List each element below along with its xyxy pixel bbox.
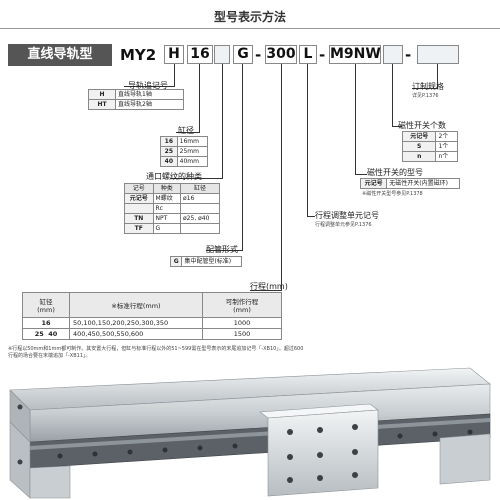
stroke-leader-h <box>250 290 282 291</box>
table-row: 元记号无磁性开关(内置磁环) <box>359 178 460 189</box>
bore-leader-h <box>176 132 200 133</box>
table-row: Rc <box>124 203 220 214</box>
order-spec-note: 详见P.1376 <box>412 93 439 99</box>
table-row: 缸径 (mm) ※标准行程(mm) 可制作行程 (mm) <box>22 292 282 318</box>
port-code-box: G <box>233 45 253 64</box>
switch-type-note: ※磁性开关型号参见P.1378 <box>362 191 423 197</box>
switch-code-box: M9NW <box>329 45 381 64</box>
model-prefix: MY2 <box>120 46 157 64</box>
left-foot <box>29 465 71 499</box>
stroke-leader <box>281 64 282 290</box>
switch-count-label: 磁性开关个数 <box>398 121 446 130</box>
mount-screw <box>17 459 23 465</box>
slide-table-holes <box>287 424 358 483</box>
switch-count-leader <box>392 64 393 126</box>
piping-section-label: 配管形式 <box>206 245 238 254</box>
guide-leader-h <box>124 86 175 87</box>
title-divider <box>0 28 500 29</box>
bore-leader <box>199 64 200 132</box>
switch-type-label: 磁性开关的型号 <box>367 168 423 177</box>
order-spec-leader <box>437 64 438 88</box>
guide-section-label: 导轨追记号 <box>128 81 168 90</box>
switch-type-leader-h <box>355 174 367 175</box>
product-photo <box>9 367 491 499</box>
stroke-adjust-label: 行程调整单元记号 <box>315 211 379 220</box>
guide-code-box: H <box>164 45 184 64</box>
port-section-label: 通口螺纹的种类 <box>146 172 202 181</box>
table-row: 记号种类缸径 <box>124 183 220 194</box>
stroke-adjust-box: L <box>299 45 317 64</box>
product-type-label: 直线导轨型 <box>8 44 112 66</box>
stroke-table: 缸径 (mm) ※标准行程(mm) 可制作行程 (mm) 16 50,100,1… <box>22 292 282 340</box>
order-spec-leader-h <box>412 88 438 89</box>
table-row: 16 50,100,150,200,250,300,350 1000 <box>22 317 282 329</box>
stroke-code-box: 300 <box>265 45 297 64</box>
bore-section-label: 缸径 <box>178 126 194 135</box>
footnote: ※行程以50mm和1mm都可制作。其安置大行程，但缸与标准行程以外的51~599… <box>8 346 304 359</box>
right-foot <box>439 433 491 485</box>
rail-bolts <box>57 429 473 459</box>
switch-type-table: 元记号无磁性开关(内置磁环) <box>359 178 460 189</box>
dash-3: - <box>405 46 412 64</box>
dash-2: - <box>319 46 326 64</box>
bore-code-box: 16 <box>187 45 213 64</box>
stroke-adjust-leader <box>307 64 308 216</box>
order-spec-label: 订制规格 <box>412 82 444 91</box>
switch-count-leader-h <box>392 126 402 127</box>
order-spec-box <box>417 45 459 64</box>
switch-count-box <box>383 45 403 64</box>
piping-leader-h <box>206 250 243 251</box>
page-title: 型号表示方法 <box>213 10 286 24</box>
stroke-label: 行程(mm) <box>250 282 288 291</box>
stroke-adjust-leader-h <box>307 216 315 217</box>
port-leader-h <box>170 178 223 179</box>
dash-1: - <box>255 46 262 64</box>
table-row: 25 40 400,450,500,550,600 1500 <box>22 328 282 340</box>
guide-leader <box>174 64 175 86</box>
piping-leader <box>242 64 243 250</box>
blank-box-1 <box>214 45 230 64</box>
end-cap-screw <box>17 404 23 410</box>
switch-type-leader <box>355 64 356 174</box>
port-leader <box>222 64 223 178</box>
stroke-adjust-note: 行程调整单元参见P.1376 <box>315 222 372 228</box>
slide-table-front <box>267 409 379 497</box>
